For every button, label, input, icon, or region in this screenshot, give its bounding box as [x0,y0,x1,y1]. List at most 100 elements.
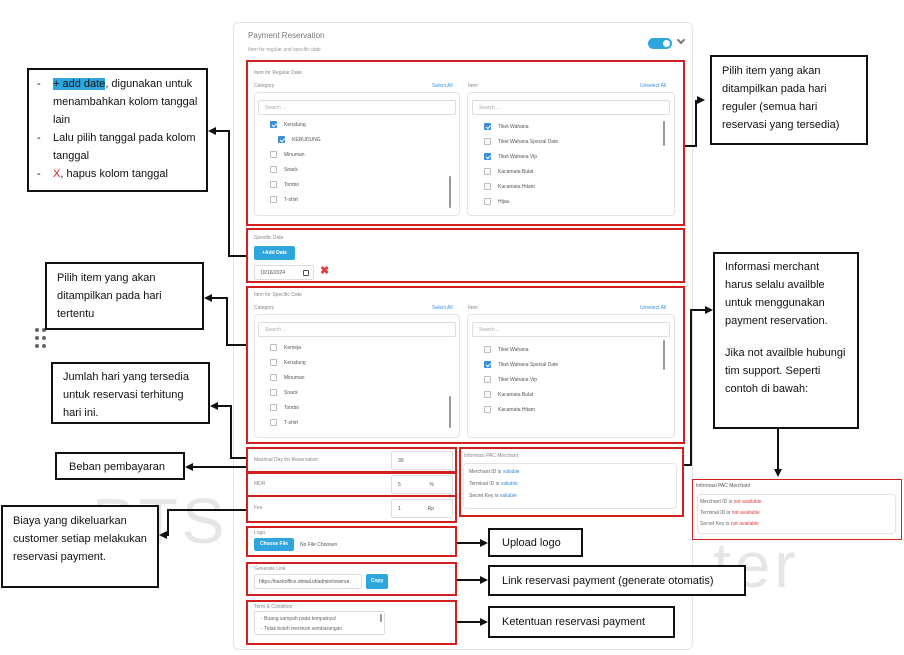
list-item[interactable]: Tiket Wahana Vip [484,376,537,383]
connector-line [212,297,228,299]
max-day-label: Maximal Day for Reservation [254,457,319,463]
checkbox[interactable] [484,361,491,368]
drag-handle-icon[interactable] [35,328,47,348]
checkbox[interactable] [270,196,277,203]
terms-textarea[interactable]: - Buang sampah pada tempatnya! - Tidak b… [254,611,385,635]
checkbox[interactable] [484,406,491,413]
checkbox[interactable] [270,374,277,381]
choose-file-button[interactable]: Choose File [254,538,294,551]
specific-category-panel [254,314,460,438]
checkbox[interactable] [270,151,277,158]
list-item[interactable]: Minuman [270,374,305,381]
list-item[interactable]: Tombo [270,181,299,188]
specific-item-search[interactable]: Search ... [472,322,670,337]
pac-terminal-status: valiable [500,481,518,487]
regular-category-search[interactable]: Search ... [258,100,456,115]
specific-item-panel [467,314,675,438]
date-input[interactable]: 10/16/2024 [254,265,314,280]
reservation-toggle[interactable] [648,38,672,49]
logo-label: Logo [254,530,266,536]
regular-select-all[interactable]: Select All [432,83,453,89]
max-day-input[interactable]: 30 [391,451,453,470]
list-item[interactable]: Kacamata Hitam [484,183,535,190]
checkbox[interactable] [484,346,491,353]
scrollbar[interactable] [663,340,665,370]
list-item[interactable]: T-shirt [270,196,298,203]
checkbox[interactable] [270,121,277,128]
pac-example-merchant-row: Merchant ID is not available [700,499,762,505]
scrollbar[interactable] [449,176,451,208]
list-item[interactable]: Kacamata Bulat [484,391,533,398]
mdr-label: MDR [254,481,266,487]
specific-select-all[interactable]: Select All [432,305,453,311]
connector-line [685,145,697,147]
list-item[interactable]: Kacamata Hitam [484,406,535,413]
checkbox[interactable] [484,168,491,175]
generate-link-input[interactable]: https://backoffice.dintail.id/admin/rese… [254,574,362,589]
chevron-down-icon[interactable] [676,35,686,45]
checkbox[interactable] [270,404,277,411]
scrollbar[interactable] [380,614,382,622]
checkbox[interactable] [278,136,285,143]
list-item[interactable]: Snack [270,166,298,173]
regular-highlight [246,60,685,226]
fee-input[interactable]: 1 Rp [391,499,453,518]
x-icon[interactable]: ✖ [320,265,330,277]
list-item-label: Tombo [284,404,300,411]
list-item-label: Kerudung [284,121,306,128]
copy-button[interactable]: Copy [366,574,388,589]
arrow-left-icon [208,127,216,135]
checkbox[interactable] [484,198,491,205]
calendar-icon[interactable] [303,270,309,276]
list-item[interactable]: Kacamata Bulat [484,168,533,175]
checkbox[interactable] [484,138,491,145]
no-file-text: No File Choosen [300,542,338,548]
checkbox[interactable] [270,419,277,426]
connector-line [228,255,246,257]
list-item[interactable]: T-shirt [270,419,298,426]
mdr-input[interactable]: 5 % [391,475,453,494]
connector-line [230,457,246,459]
pac-terminal-label: Terminal ID is [469,481,500,487]
pac-panel [463,463,677,509]
list-item[interactable]: Kerudung [270,359,306,366]
scrollbar[interactable] [663,121,665,146]
checkbox[interactable] [484,153,491,160]
list-item-label: Kerudung [284,359,306,366]
list-item[interactable]: Tiket Wahana Special Date [484,361,558,368]
list-item[interactable]: Tiket Wahana Special Date [484,138,558,145]
list-item[interactable]: Tiket Wahana [484,346,528,353]
list-item-label: Tiket Wahana Special Date [498,138,559,145]
checkbox[interactable] [270,166,277,173]
list-item[interactable]: Tombo [270,404,299,411]
list-item[interactable]: KERUDUNG [278,136,321,143]
regular-item-search[interactable]: Search ... [472,100,670,115]
checkbox[interactable] [484,376,491,383]
add-date-rest: , digunakan untuk menambahkan kolom tang… [53,78,198,126]
list-item-label: KERUDUNG [292,136,321,143]
list-item[interactable]: Kerudung [270,121,306,128]
specific-unselect-all[interactable]: Unselect All [640,305,667,311]
list-item[interactable]: Minuman [270,151,305,158]
regular-unselect-all[interactable]: Unselect All [640,83,667,89]
scrollbar[interactable] [449,396,451,428]
note-link: Link reservasi payment (generate otomati… [488,565,746,596]
checkbox[interactable] [270,181,277,188]
checkbox[interactable] [484,183,491,190]
add-date-button[interactable]: +Add Date [254,246,295,260]
logo-highlight [246,526,457,557]
list-item[interactable]: Kemeja [270,344,301,351]
mdr-highlight [246,471,457,497]
note-add-date: - + add date, digunakan untuk menambahka… [27,68,208,192]
specific-category-search[interactable]: Search ... [258,322,456,337]
checkbox[interactable] [484,391,491,398]
list-item[interactable]: Tiket Wahana [484,123,528,130]
list-item[interactable]: Hijau [484,198,509,205]
checkbox[interactable] [484,123,491,130]
remove-x: X [53,168,61,180]
list-item[interactable]: Snack [270,389,298,396]
checkbox[interactable] [270,359,277,366]
checkbox[interactable] [270,389,277,396]
list-item[interactable]: Tiket Wahana Vip [484,153,537,160]
checkbox[interactable] [270,344,277,351]
